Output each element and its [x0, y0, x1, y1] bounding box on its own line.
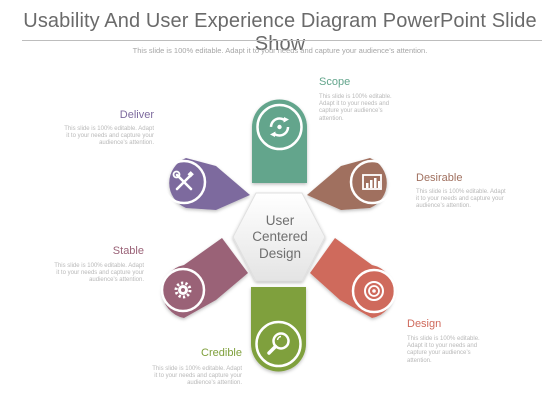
segment-design — [310, 238, 397, 318]
scope-icon-ring — [256, 103, 303, 151]
center-line-3: Design — [259, 246, 301, 261]
center-line-2: Centered — [252, 229, 308, 244]
label-design: Design — [407, 318, 442, 330]
slide-title: Usability And User Experience Diagram Po… — [23, 10, 537, 55]
magnifier-icon — [267, 332, 290, 355]
stable-icon-ring — [160, 267, 206, 313]
deliver-icon-ring — [161, 159, 207, 205]
segment-credible — [251, 287, 306, 372]
credible-icon-ring — [255, 320, 302, 368]
desc-scope: This slide is 100% editable. Adapt it to… — [319, 94, 392, 122]
segment-stable — [160, 238, 248, 318]
center-hexagon — [232, 192, 326, 282]
segment-scope — [252, 99, 307, 183]
desc-credible: This slide is 100% editable. Adapt it to… — [152, 366, 242, 387]
desc-design: This slide is 100% editable. Adapt it to… — [407, 336, 480, 364]
refresh-icon — [269, 117, 290, 137]
center-hub: User Centered Design — [232, 192, 326, 282]
segment-desirable — [307, 158, 395, 210]
desc-stable: This slide is 100% editable. Adapt it to… — [54, 263, 144, 284]
credible-petal — [251, 287, 306, 372]
design-petal — [310, 238, 394, 318]
desc-deliver: This slide is 100% editable. Adapt it to… — [64, 126, 154, 147]
center-line-1: User — [266, 213, 295, 228]
stable-petal — [162, 238, 248, 318]
title-divider — [22, 40, 542, 41]
segment-deliver — [161, 158, 250, 210]
slide-subtitle: This slide is 100% editable. Adapt it to… — [132, 46, 428, 55]
gear-icon — [174, 281, 192, 299]
label-stable: Stable — [112, 245, 144, 257]
bar-chart-icon — [362, 174, 382, 190]
desirable-icon-ring — [349, 159, 395, 205]
target-icon — [364, 281, 384, 301]
scope-petal — [252, 99, 307, 183]
label-deliver: Deliver — [119, 109, 154, 121]
label-desirable: Desirable — [416, 172, 463, 184]
label-credible: Credible — [201, 347, 242, 359]
label-scope: Scope — [319, 76, 351, 88]
desirable-petal — [307, 158, 387, 210]
tools-icon — [172, 170, 194, 191]
design-icon-ring — [351, 268, 397, 314]
deliver-petal — [169, 158, 250, 210]
desc-desirable: This slide is 100% editable. Adapt it to… — [416, 189, 506, 210]
